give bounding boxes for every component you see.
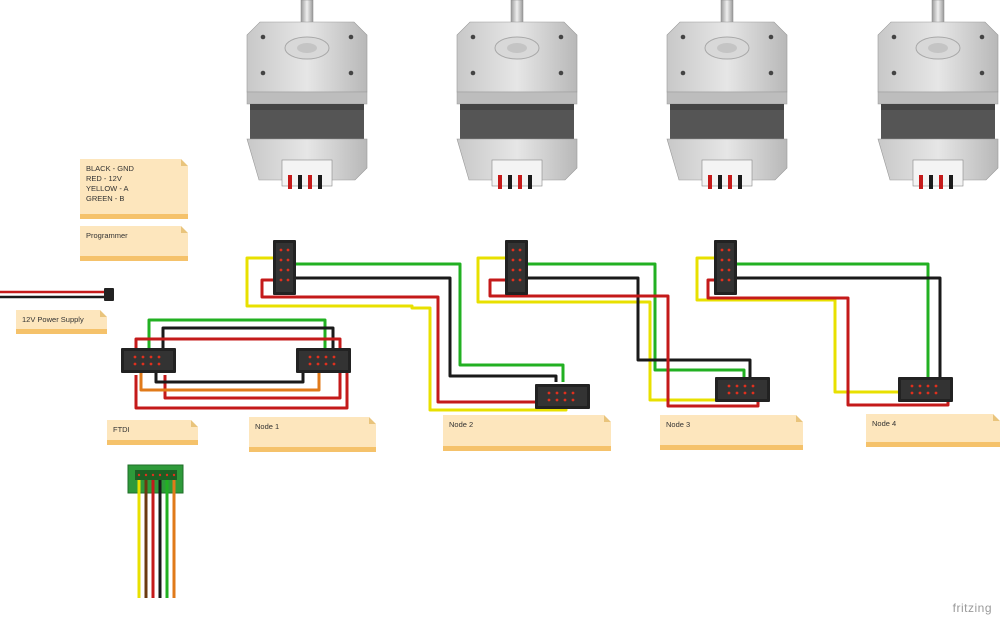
power-supply-note: 12V Power Supply (16, 310, 107, 334)
node3-header (715, 377, 770, 402)
node2-header (535, 384, 590, 409)
power-plug-icon (0, 288, 114, 301)
stepper-motor-2 (456, 0, 578, 190)
legend-red: RED - 12V (86, 174, 122, 183)
node3-note: Node 3 (660, 415, 803, 450)
power-supply-label: 12V Power Supply (22, 315, 84, 324)
programmer-label: Programmer (86, 231, 128, 240)
node1-note: Node 1 (249, 417, 376, 452)
wire-legend-note: BLACK - GND RED - 12V YELLOW - A GREEN -… (80, 159, 188, 219)
legend-black: BLACK - GND (86, 164, 134, 173)
node4-note: Node 4 (866, 414, 1000, 447)
stepper-motor-1 (246, 0, 368, 190)
legend-green: GREEN - B (86, 194, 125, 203)
programmer-header-1 (273, 240, 296, 295)
node2-note: Node 2 (443, 415, 611, 451)
node1-header-right (296, 348, 351, 373)
node4-header (898, 377, 953, 402)
stepper-motor-3 (666, 0, 788, 190)
node1-header-left (121, 348, 176, 373)
node2-label: Node 2 (449, 420, 474, 429)
ftdi-note: FTDI (107, 420, 198, 445)
ftdi-board-icon (127, 464, 184, 598)
stepper-motor-4 (877, 0, 999, 190)
legend-yellow: YELLOW - A (86, 184, 129, 193)
node1-label: Node 1 (255, 422, 280, 431)
programmer-note: Programmer (80, 226, 188, 261)
node4-label: Node 4 (872, 419, 897, 428)
ftdi-label: FTDI (113, 425, 130, 434)
programmer-header-3 (714, 240, 737, 295)
node3-label: Node 3 (666, 420, 691, 429)
fritzing-watermark: fritzing (952, 601, 992, 615)
programmer-header-2 (505, 240, 528, 295)
